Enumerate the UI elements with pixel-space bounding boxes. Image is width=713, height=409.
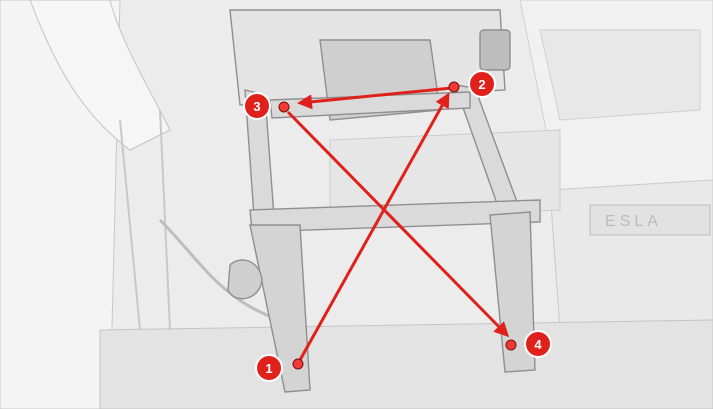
callout-3: 3	[243, 92, 271, 120]
bolt-4-icon	[505, 339, 517, 351]
bolt-3-icon	[278, 101, 290, 113]
bolt-2-icon	[448, 81, 460, 93]
arrow-3-to-4	[286, 110, 510, 338]
callout-1: 1	[255, 354, 283, 382]
callout-4: 4	[524, 330, 552, 358]
bolt-1-icon	[292, 358, 304, 370]
callout-4-label: 4	[534, 337, 542, 352]
callout-1-label: 1	[265, 361, 272, 376]
callout-2: 2	[468, 70, 496, 98]
bolt-sequence-arrows	[286, 86, 510, 361]
badge-text: ESLA	[605, 213, 662, 230]
arrow-1-to-2	[298, 92, 450, 361]
callout-2-label: 2	[478, 77, 485, 92]
arrow-2-to-3	[297, 86, 453, 110]
bolt-markers	[278, 81, 517, 370]
callout-3-label: 3	[253, 99, 260, 114]
